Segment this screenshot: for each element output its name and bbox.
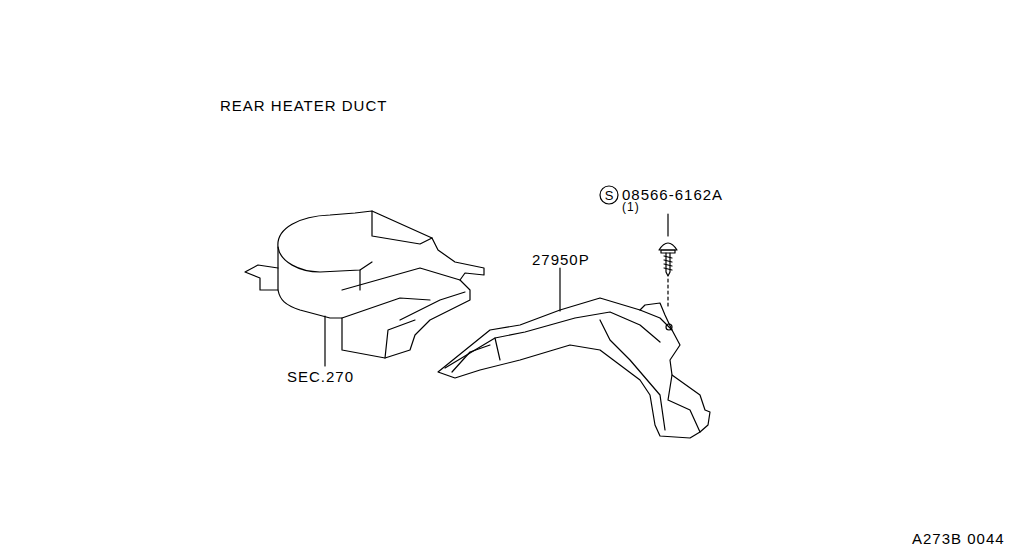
diagram-title: REAR HEATER DUCT [220,98,387,113]
leader-line [667,214,668,236]
part-number: 27950P [532,252,590,267]
leader-line [324,316,325,366]
heater-unit [245,211,484,358]
part-number: 08566-6162A [622,187,723,202]
section-reference: SEC.270 [287,369,354,384]
figure-code: A273B 0044 [912,531,1005,546]
rear-heater-duct [438,298,710,438]
quantity: (1) [622,201,640,213]
standard-part-symbol [600,186,618,204]
leader-line [559,268,560,311]
screw [659,243,677,306]
symbol-letter: S [605,189,614,202]
